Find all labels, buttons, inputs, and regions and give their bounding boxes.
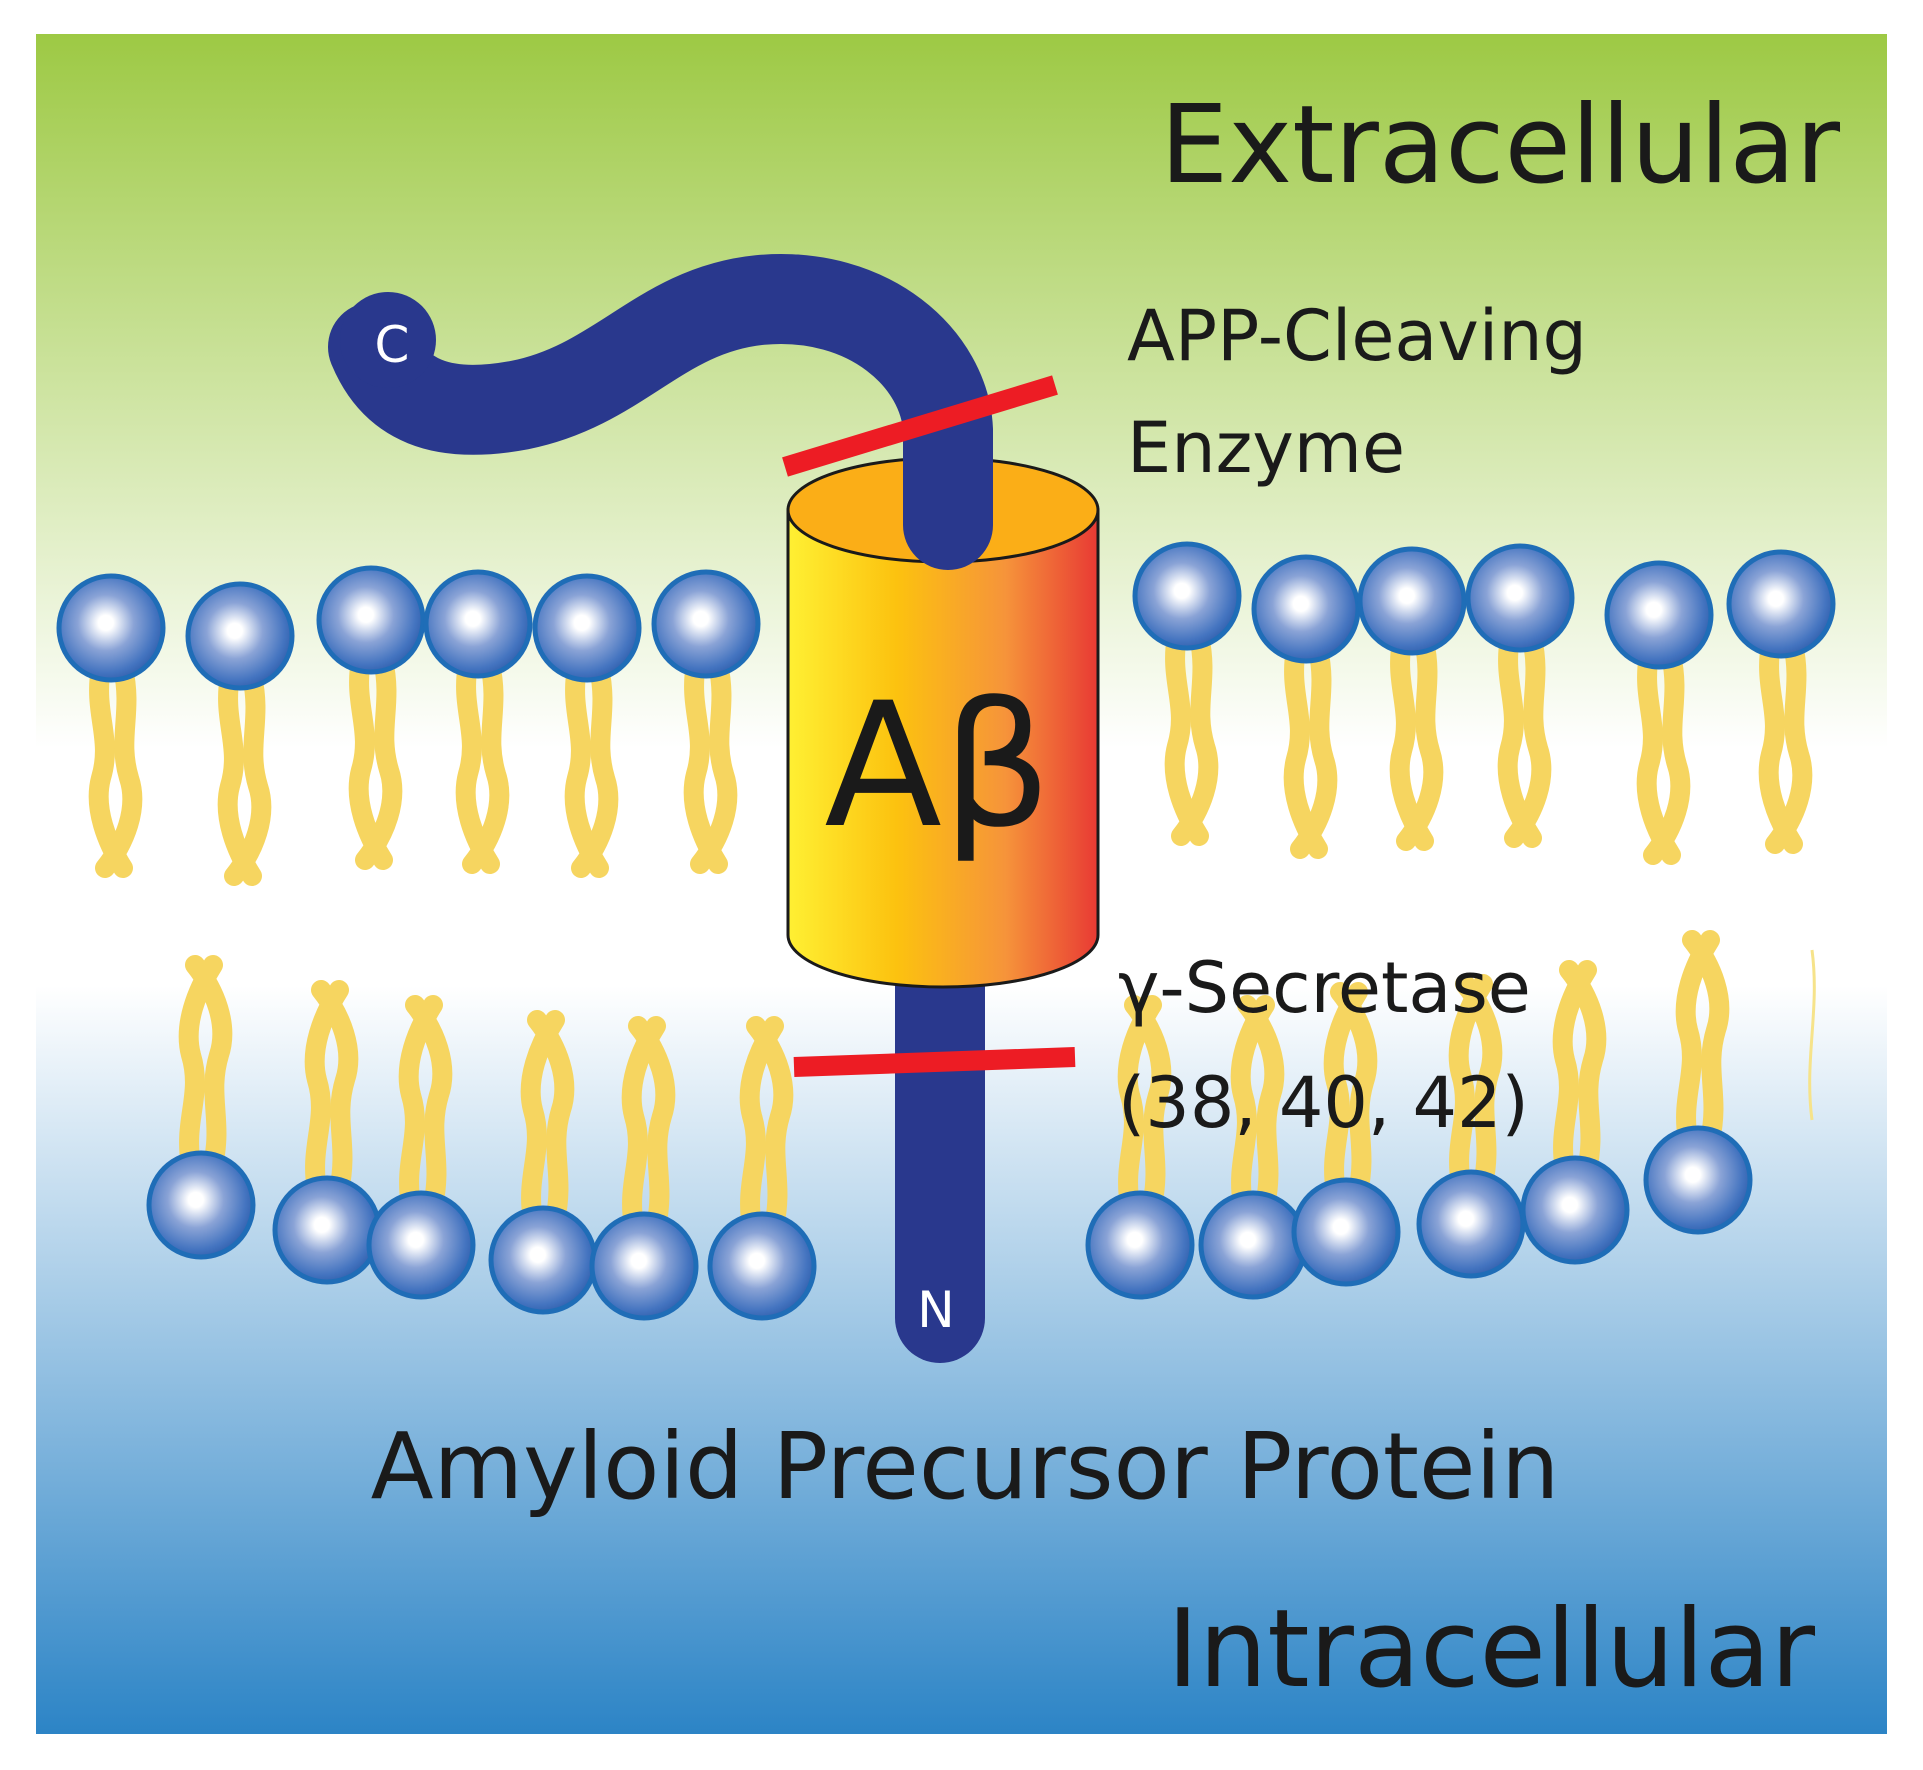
edge-line (1808, 949, 1816, 1121)
n-terminus-label: N (917, 1281, 954, 1339)
c-terminus-label: C (375, 316, 410, 374)
c-terminus-cap (340, 292, 436, 388)
enzyme-label-line1: APP-Cleaving (1127, 295, 1587, 377)
enzyme-cleavage-mark (782, 375, 1058, 477)
enzyme-label-line2: Enzyme (1127, 407, 1405, 489)
intracellular-label: Intracellular (1167, 1587, 1816, 1712)
secretase-label-line1: γ-Secretase (1118, 947, 1531, 1029)
secretase-cleavage-mark (793, 1047, 1076, 1077)
abeta-label: Aβ (824, 665, 1051, 866)
extracellular-label: Extracellular (1160, 83, 1841, 208)
secretase-label-line2: (38, 40, 42) (1118, 1062, 1529, 1144)
protein-label: Amyloid Precursor Protein (371, 1413, 1560, 1520)
protein-upper-chain (328, 254, 993, 570)
